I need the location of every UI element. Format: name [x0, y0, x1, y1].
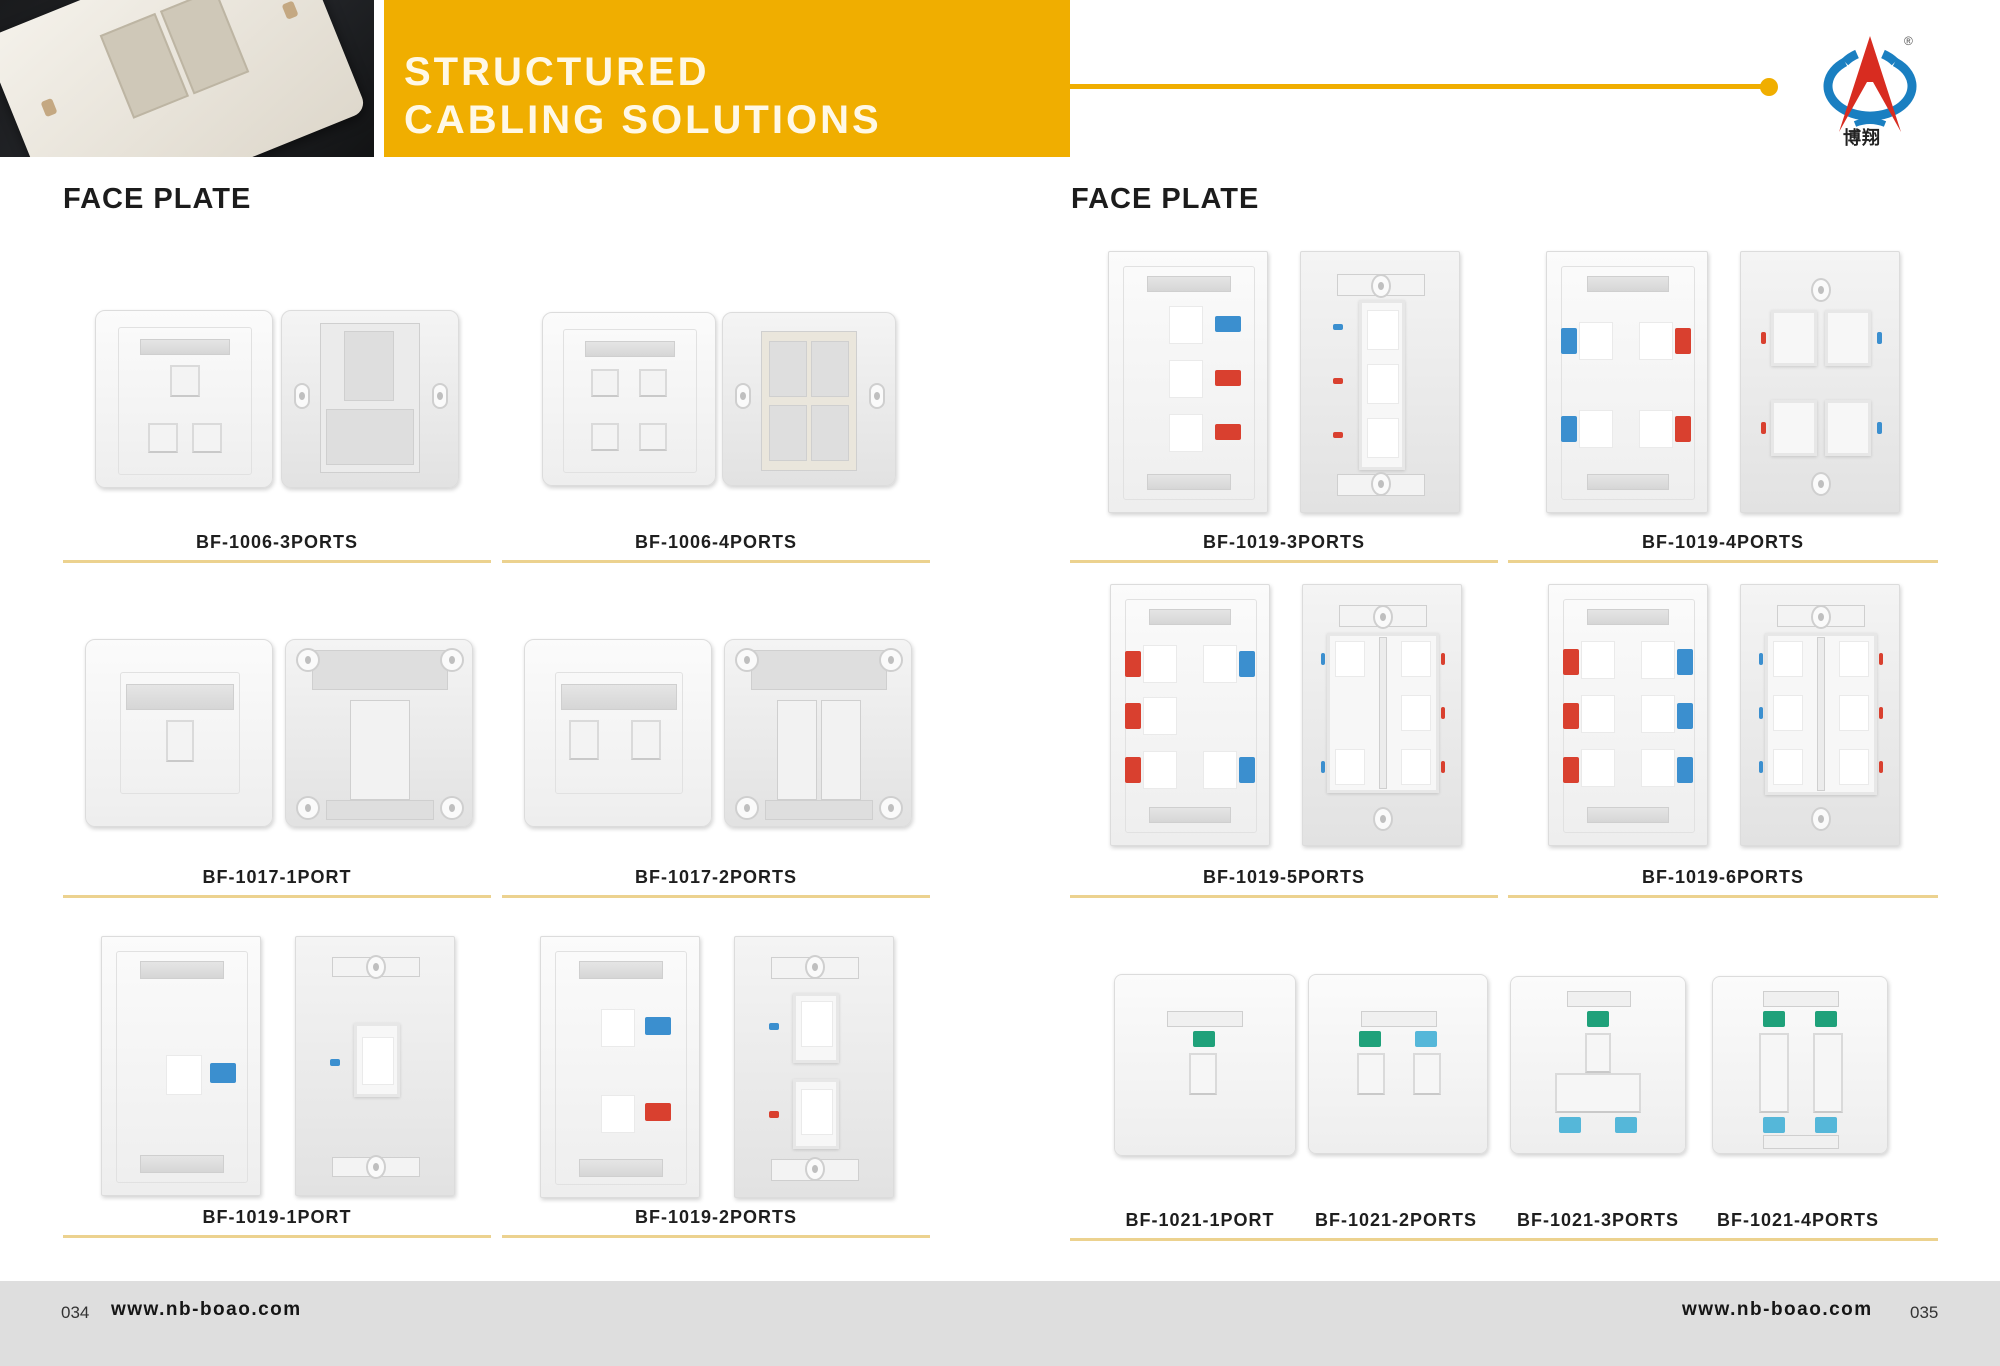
faceplate-back — [722, 312, 896, 486]
product-label: BF-1019-2PORTS — [634, 1207, 798, 1227]
banner-title-line2: CABLING SOLUTIONS — [404, 98, 882, 142]
faceplate-back — [281, 310, 459, 488]
product-divider — [502, 895, 930, 898]
faceplate-front — [101, 936, 261, 1196]
product-divider — [63, 560, 491, 563]
bf-1021-3ports-image — [1510, 976, 1686, 1154]
faceplate-front — [542, 312, 716, 486]
product-label: BF-1006-3PORTS — [195, 532, 359, 552]
faceplate-front — [1546, 251, 1708, 513]
faceplate-front — [95, 310, 273, 488]
product-label: BF-1021-2PORTS — [1314, 1210, 1478, 1230]
product-divider — [1508, 895, 1938, 898]
product-divider — [502, 560, 930, 563]
product-divider — [63, 895, 491, 898]
product-divider — [63, 1235, 491, 1238]
bf-1021-4ports-image — [1712, 976, 1888, 1154]
product-label: BF-1019-5PORTS — [1202, 867, 1366, 887]
brand-name-chinese: 博翔 — [1843, 128, 1881, 149]
product-label: BF-1021-4PORTS — [1716, 1210, 1880, 1230]
left-page-number: 034 — [61, 1303, 90, 1322]
left-website-link[interactable]: www.nb-boao.com — [111, 1299, 302, 1320]
bf-1021-2ports-image — [1308, 974, 1488, 1154]
registered-mark: ® — [1904, 34, 1913, 48]
header-rule-dot — [1760, 78, 1778, 96]
product-label: BF-1017-2PORTS — [634, 867, 798, 887]
faceplate-front — [524, 639, 712, 827]
product-label: BF-1006-4PORTS — [634, 532, 798, 552]
faceplate-back — [1740, 584, 1900, 846]
banner-title-line1: STRUCTURED — [404, 50, 710, 94]
right-website-link[interactable]: www.nb-boao.com — [1682, 1299, 1873, 1320]
product-label: BF-1019-4PORTS — [1641, 532, 1805, 552]
title-banner: STRUCTURED CABLING SOLUTIONS — [384, 0, 1070, 157]
product-bf-1019-3ports: BF-1019-3PORTS — [1070, 245, 1498, 565]
faceplate-front — [540, 936, 700, 1198]
product-bf-1006-4ports: BF-1006-4PORTS — [502, 300, 930, 565]
product-bf-1019-2ports: BF-1019-2PORTS — [502, 930, 930, 1240]
product-label: BF-1021-3PORTS — [1516, 1210, 1680, 1230]
brand-logo-icon — [1823, 36, 1917, 132]
header-rule — [1070, 84, 1770, 89]
hero-faceplate-image — [0, 0, 368, 157]
product-row-bf-1021: BF-1021-1PORT BF-1021-2PORTS BF-1021-3PO… — [1070, 960, 1938, 1245]
hero-product-photo — [0, 0, 374, 157]
product-bf-1017-2ports: BF-1017-2PORTS — [502, 635, 930, 900]
product-bf-1019-1port: BF-1019-1PORT — [63, 930, 491, 1240]
product-bf-1019-4ports: BF-1019-4PORTS — [1508, 245, 1938, 565]
product-divider — [502, 1235, 930, 1238]
faceplate-front — [1110, 584, 1270, 846]
product-label: BF-1021-1PORT — [1125, 1210, 1275, 1230]
faceplate-back — [1302, 584, 1462, 846]
left-section-title: FACE PLATE — [63, 183, 252, 215]
product-bf-1019-6ports: BF-1019-6PORTS — [1508, 580, 1938, 900]
product-label: BF-1019-3PORTS — [1202, 532, 1366, 552]
faceplate-front — [1548, 584, 1708, 846]
faceplate-back — [285, 639, 473, 827]
faceplate-back — [724, 639, 912, 827]
product-label: BF-1019-6PORTS — [1641, 867, 1805, 887]
faceplate-back — [295, 936, 455, 1196]
product-label: BF-1019-1PORT — [202, 1207, 352, 1227]
faceplate-back — [734, 936, 894, 1198]
product-label: BF-1017-1PORT — [202, 867, 352, 887]
page-footer: 034 www.nb-boao.com www.nb-boao.com 035 — [0, 1281, 2000, 1366]
banner-title: STRUCTURED CABLING SOLUTIONS — [404, 48, 882, 144]
product-divider — [1070, 895, 1498, 898]
right-section-title: FACE PLATE — [1071, 183, 1260, 215]
product-bf-1019-5ports: BF-1019-5PORTS — [1070, 580, 1498, 900]
faceplate-front — [85, 639, 273, 827]
product-bf-1017-1port: BF-1017-1PORT — [63, 635, 491, 900]
faceplate-back — [1300, 251, 1460, 513]
product-bf-1006-3ports: BF-1006-3PORTS — [63, 300, 491, 565]
product-divider — [1070, 560, 1498, 563]
faceplate-back — [1740, 251, 1900, 513]
bf-1021-1port-image — [1114, 974, 1296, 1156]
product-divider — [1508, 560, 1938, 563]
right-page-number: 035 — [1910, 1303, 1939, 1322]
faceplate-front — [1108, 251, 1268, 513]
product-divider — [1070, 1238, 1938, 1241]
